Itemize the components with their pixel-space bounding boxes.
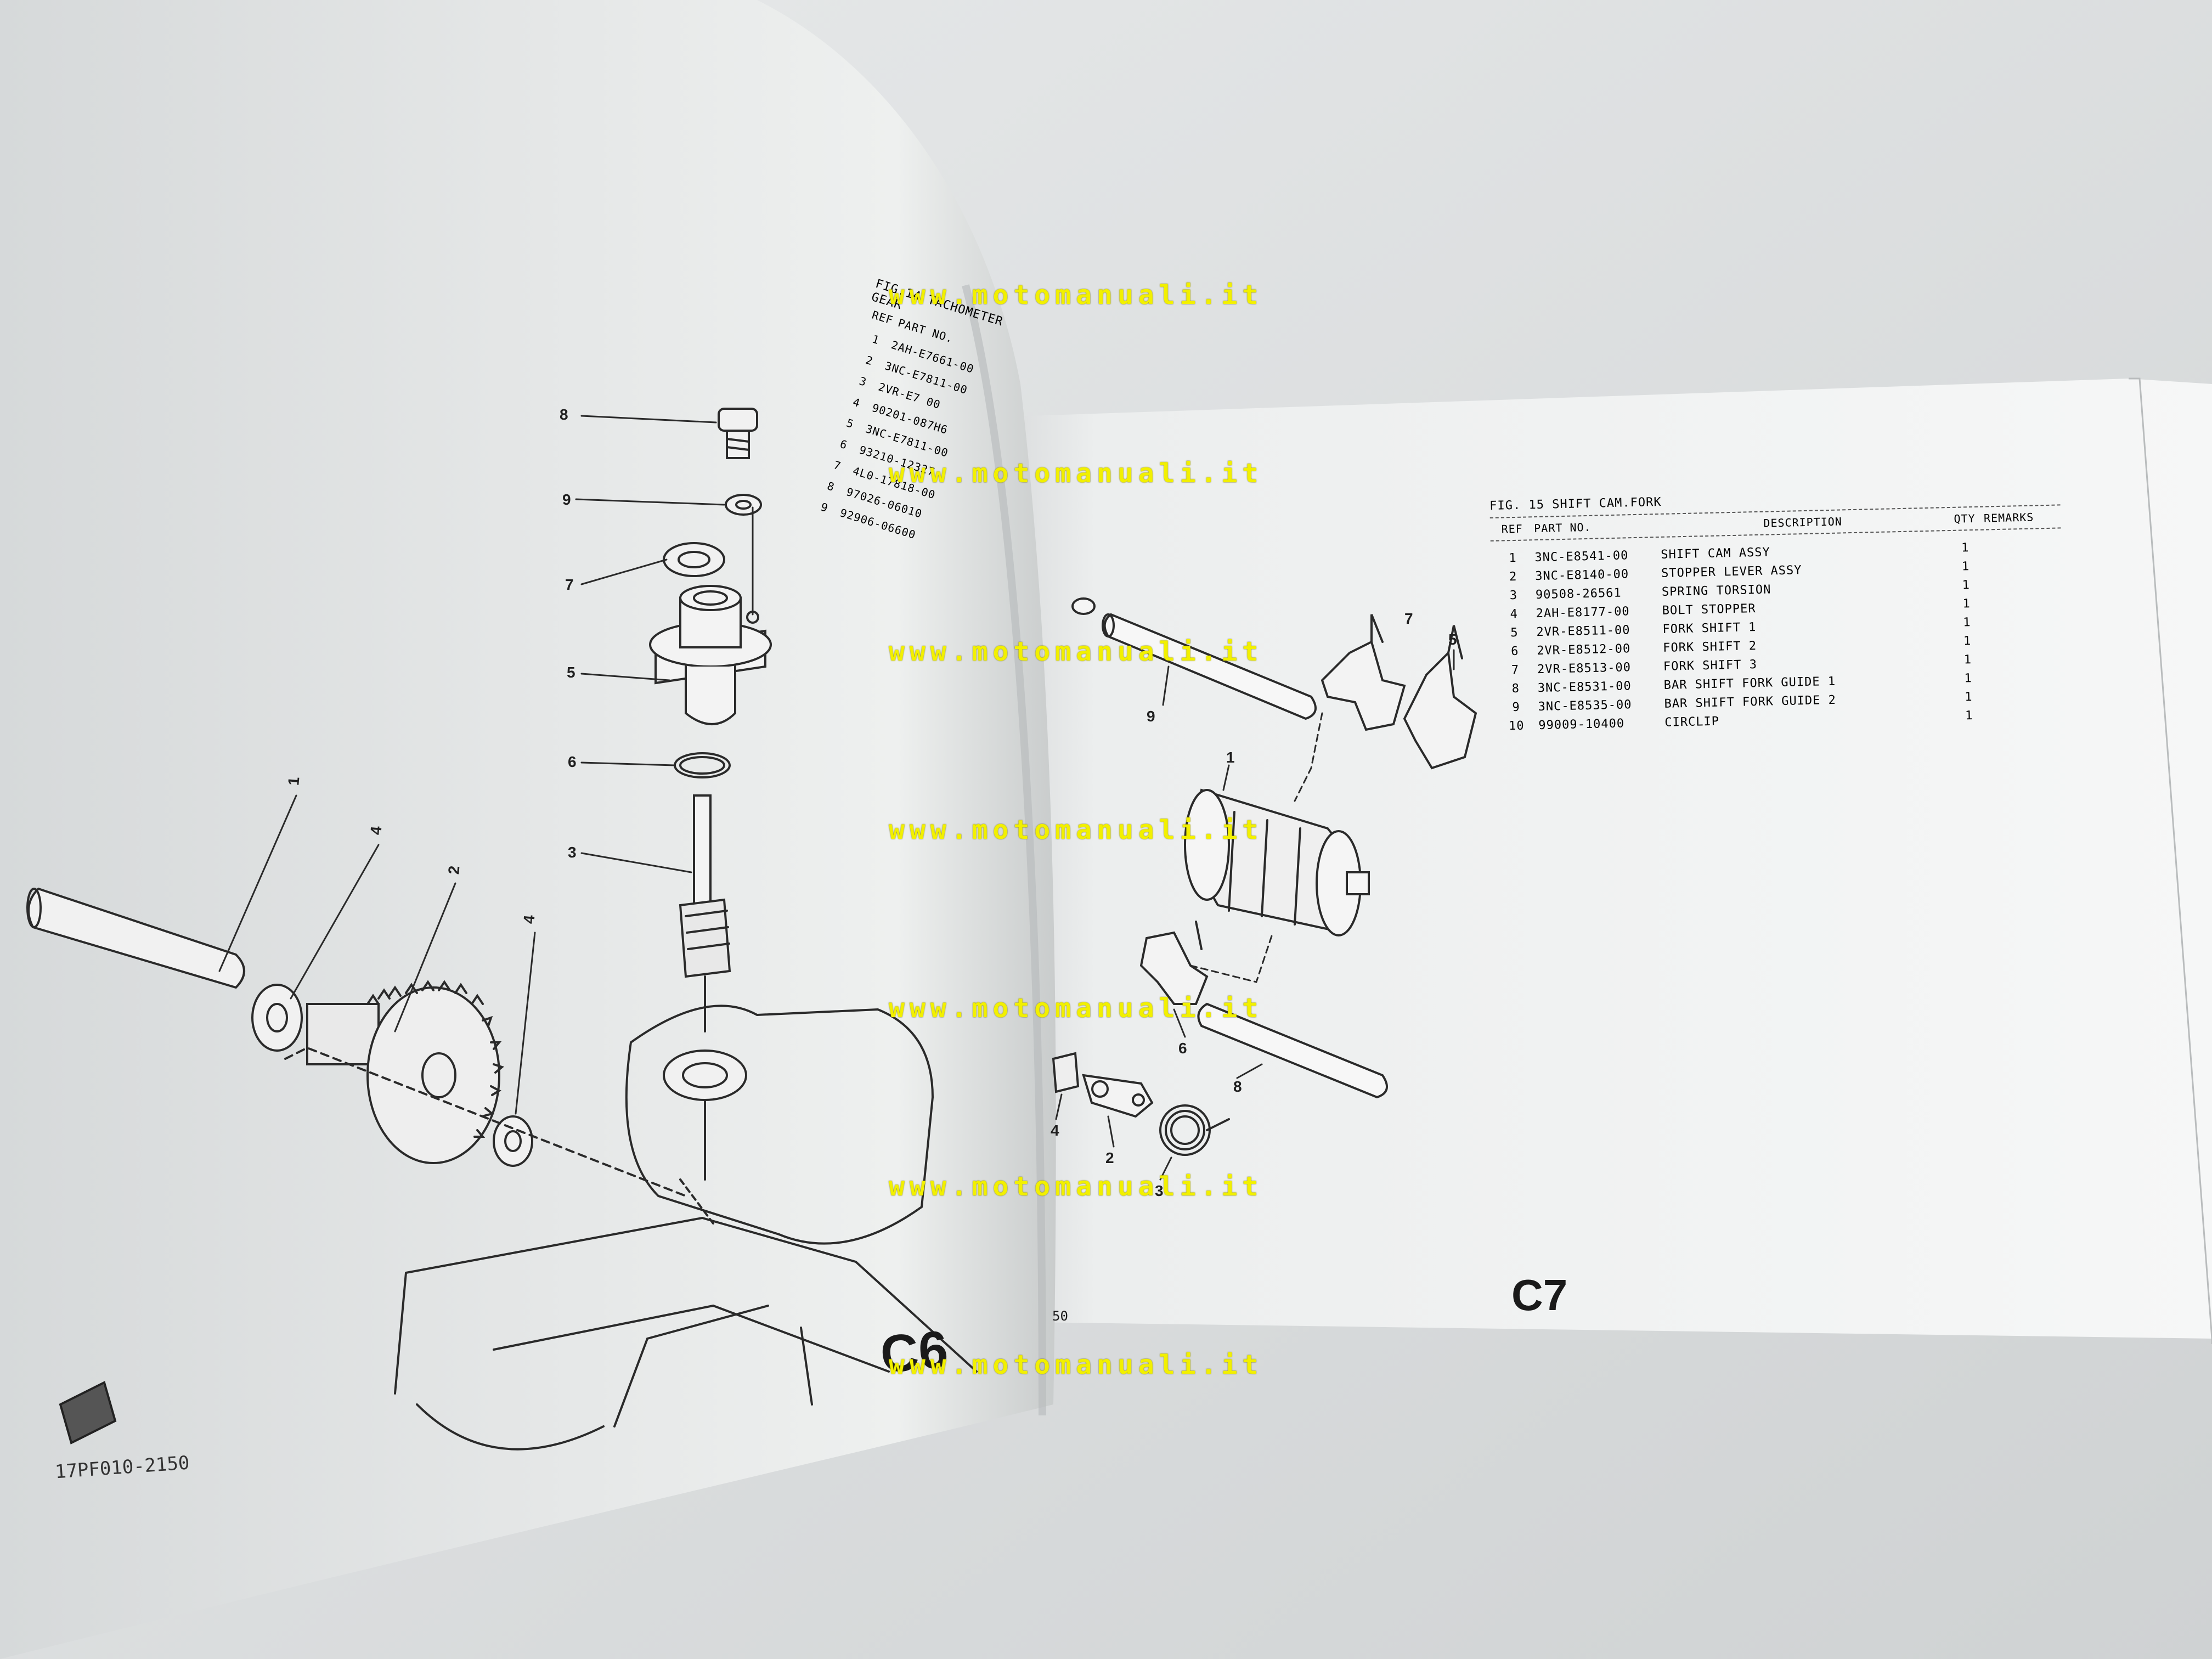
callout-label: 7 [565,576,574,593]
cell-ref: 8 [1511,681,1520,696]
cell-ref: 1 [1509,551,1517,565]
cell-ref: 10 [1508,719,1525,733]
page-number: 50 [1052,1308,1068,1324]
callout-label: 5 [1448,631,1457,648]
cell-qty: 1 [1964,690,1973,704]
cell-ref: 3 [1509,588,1518,602]
cell-part: 2AH-E8177-00 [1536,604,1630,620]
table-header: REF PART NO. DESCRIPTION QTY REMARKS [1490,510,2061,536]
callout-label: 1 [1226,749,1235,766]
callout-label: 3 [568,844,577,861]
cell-part: 3NC-E8541-00 [1534,548,1629,565]
cell-part: 2VR-E8512-00 [1537,641,1631,658]
cell-qty: 1 [1961,559,1970,573]
cell-part: 3NC-E8140-00 [1534,567,1629,583]
watermark-text: www.motomanuali.it [889,1350,1263,1380]
cell-part: 2VR-E8511-00 [1536,623,1630,639]
callout-label: 5 [567,664,575,681]
col-qty: QTY [1954,511,1976,526]
watermark-text: www.motomanuali.it [889,636,1263,667]
callout-label: 8 [1233,1078,1242,1095]
right-page [998,379,2212,1339]
watermark-text: www.motomanuali.it [889,993,1263,1024]
callout-label: 3 [1155,1182,1164,1199]
cell-qty: 1 [1962,578,1971,592]
section-code-right: C7 [1511,1271,1568,1319]
cell-qty: 1 [1963,634,1972,648]
cell-ref: 6 [1510,644,1519,658]
cell-qty: 1 [1962,615,1971,629]
cell-desc: CIRCLIP [1664,714,1720,730]
cell-qty: 1 [1961,540,1970,555]
cell-part: 90508-26561 [1535,586,1622,602]
cell-ref: 5 [1510,625,1519,640]
cell-ref: 4 [1510,607,1519,621]
cell-qty: 1 [1962,596,1971,611]
callout-label: 4 [1051,1122,1059,1139]
right-technical-drawing [1052,597,1477,1181]
cell-qty: 1 [1963,652,1972,667]
cell-ref: 9 [1512,700,1521,714]
callout-label: 2 [445,865,463,876]
tacho-ref: 9 [819,500,830,515]
callout-label: 7 [1404,610,1413,627]
watermark-text: www.motomanuali.it [889,458,1263,489]
cell-part: 3NC-E8531-00 [1537,679,1632,695]
left-technical-drawing [26,408,978,1451]
watermark-text: www.motomanuali.it [889,1171,1263,1202]
cell-ref: 2 [1509,569,1517,584]
callout-label: 2 [1105,1149,1114,1166]
callout-label: 9 [1147,708,1155,725]
watermark-text: www.motomanuali.it [889,280,1263,311]
cell-part: 3NC-E8535-00 [1538,697,1632,714]
callout-label: 4 [520,914,538,925]
callout-label: 9 [562,491,571,508]
col-part: PART NO. [1533,520,1592,535]
watermark-text: www.motomanuali.it [889,815,1263,845]
callout-label: 6 [1178,1040,1187,1057]
callout-label: 8 [560,406,568,423]
col-desc: DESCRIPTION [1763,515,1843,530]
callout-label: 4 [367,825,385,836]
cell-ref: 7 [1511,663,1520,677]
cell-qty: 1 [1965,708,1973,723]
shift-cam-parts-table: FIG. 15 SHIFT CAM.FORK REF PART NO. DESC… [1489,486,2066,735]
cell-part: 2VR-E8513-00 [1537,660,1632,676]
cell-qty: 1 [1964,671,1973,685]
callout-label: 6 [568,753,577,770]
callout-label: 1 [285,776,303,787]
col-remarks: REMARKS [1983,510,2034,525]
cell-part: 99009-10400 [1538,716,1625,732]
col-ref: REF [1501,522,1523,536]
